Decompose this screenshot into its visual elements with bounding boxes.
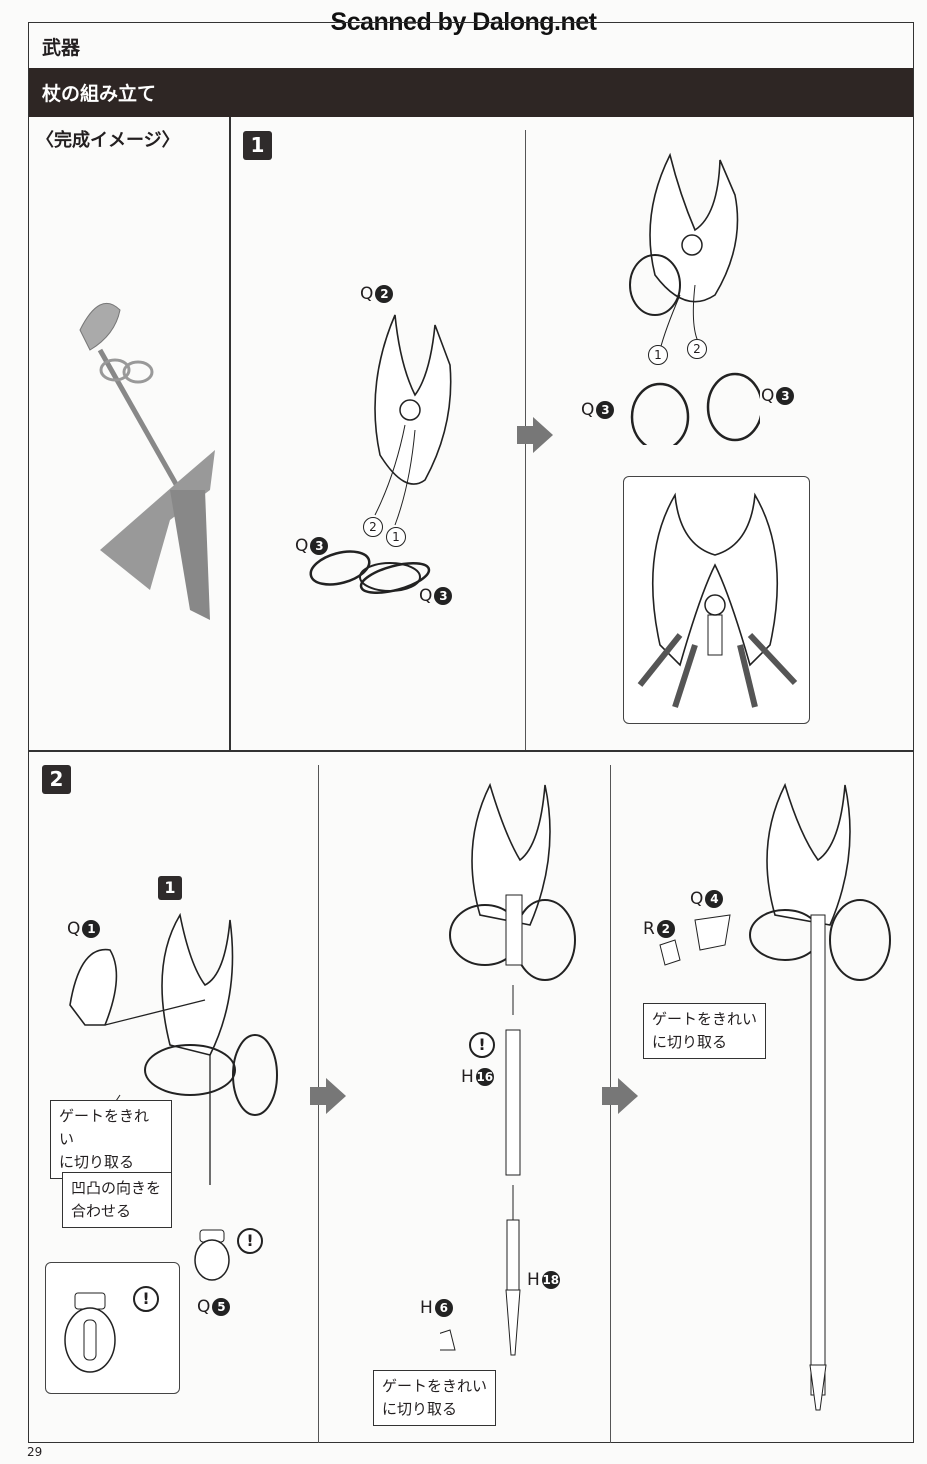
staff-head-assembly-illustration — [69, 912, 278, 1185]
step-arrow — [517, 417, 553, 453]
sub-step-1-badge: 1 — [158, 876, 182, 900]
callout-cut-gate: ゲートをきれいに切り取る — [50, 1100, 172, 1179]
page-frame — [28, 22, 914, 1443]
caution-icon: ! — [237, 1228, 263, 1254]
step-1-badge: 1 — [243, 131, 272, 160]
completed-staff-illustration — [79, 302, 215, 620]
callout-align-orientation: 凹凸の向きを合わせる — [62, 1172, 172, 1228]
joint-detail-illustration — [64, 1292, 116, 1373]
step-2-badge: 2 — [42, 765, 71, 794]
step-arrow — [602, 1078, 638, 1114]
header — [29, 23, 913, 68]
divider — [28, 750, 914, 752]
section-title: 杖の組み立て — [42, 83, 157, 105]
small-parts-illustration — [659, 914, 731, 966]
step-arrow — [310, 1078, 346, 1114]
caution-icon: ! — [133, 1286, 159, 1312]
page-number: 29 — [27, 1445, 43, 1459]
staff-shaft-assembly-illustration — [440, 782, 576, 1356]
staff-head-illustration — [359, 314, 452, 592]
order-number-1: 1 — [386, 527, 406, 547]
staff-head-illustration — [629, 152, 760, 445]
ring-placement-detail-illustration — [637, 492, 798, 708]
completion-title: 〈完成イメージ〉 — [36, 130, 180, 151]
section-band — [29, 68, 913, 117]
callout-cut-gate: ゲートをきれいに切り取る — [373, 1370, 496, 1426]
callout-cut-gate: ゲートをきれいに切り取る — [643, 1003, 766, 1059]
completed-staff-illustration — [749, 782, 891, 1411]
caution-icon: ! — [469, 1032, 495, 1058]
ring-parts-illustration — [309, 550, 431, 594]
divider — [229, 117, 231, 750]
header-title: 武器 — [42, 37, 81, 59]
order-number-2: 2 — [687, 339, 707, 359]
joint-part-illustration — [194, 1229, 230, 1281]
order-number-2: 2 — [363, 517, 383, 537]
order-number-1: 1 — [648, 345, 668, 365]
